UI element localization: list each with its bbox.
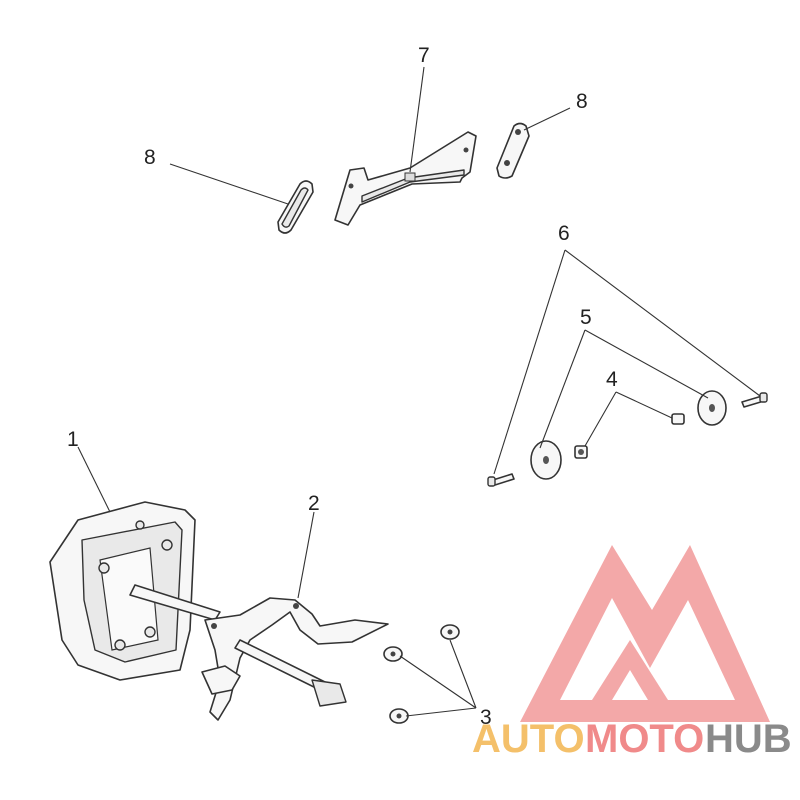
watermark-hub: HUB	[705, 717, 792, 761]
callout-8-left: 8	[144, 146, 156, 169]
callout-5: 5	[580, 306, 592, 329]
part-6-bolt-left	[487, 473, 515, 487]
part-3-screw-top	[440, 624, 460, 640]
part-8-right-pad	[496, 122, 530, 179]
part-6-bolt-right	[741, 392, 768, 408]
callout-4: 4	[606, 368, 618, 391]
part-5-washer-left	[530, 440, 562, 480]
part-5-washer-right	[697, 390, 727, 426]
watermark-moto: MOTO	[585, 717, 704, 761]
part-7-bracket	[334, 131, 477, 226]
watermark-auto: AUTO	[472, 717, 585, 761]
watermark-text: AUTO MOTO HUB	[472, 717, 792, 761]
watermark-logo	[520, 545, 770, 722]
callout-6: 6	[558, 222, 570, 245]
leader-lines	[77, 66, 761, 717]
part-4-nut-right	[671, 413, 685, 425]
part-4-nut-left	[574, 445, 588, 459]
callout-8-right: 8	[576, 90, 588, 113]
callout-1: 1	[67, 428, 79, 451]
callout-2: 2	[308, 492, 320, 515]
part-3-screw-bottom	[389, 708, 409, 724]
part-2-frame	[129, 584, 389, 721]
part-1-housing	[49, 501, 196, 681]
part-8-left-pad	[277, 180, 314, 234]
callout-7: 7	[418, 44, 430, 67]
part-3-screw-middle	[383, 646, 403, 662]
callout-3: 3	[480, 706, 492, 729]
